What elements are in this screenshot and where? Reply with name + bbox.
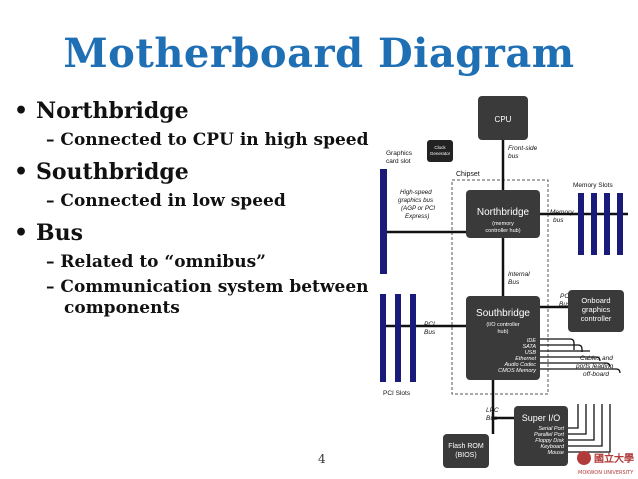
port-ide: IDE <box>527 338 537 344</box>
cpu-label: CPU <box>495 115 512 124</box>
super-io-ports: Serial Port Parallel Port Floppy Disk Ke… <box>534 426 565 456</box>
logo-emblem-icon <box>577 451 591 465</box>
port-serial: Serial Port <box>538 426 564 432</box>
pci-slots <box>380 294 416 382</box>
page-number: 4 <box>318 452 326 466</box>
sub-bullet: – Connected to CPU in high speed <box>46 130 369 150</box>
logo-text: 國立大學 <box>594 452 634 465</box>
port-sata: SATA <box>522 344 536 350</box>
port-parallel: Parallel Port <box>534 432 564 438</box>
bullet-list: •Northbridge – Connected to CPU in high … <box>14 94 374 319</box>
super-io-title: Super I/O <box>522 413 561 423</box>
flash-rom-box <box>443 434 489 468</box>
southbridge-cables <box>540 338 621 374</box>
northbridge-title: Northbridge <box>477 207 530 218</box>
graphics-slot <box>380 169 387 274</box>
clock-generator <box>427 140 453 162</box>
port-mouse: Mouse <box>547 450 564 456</box>
port-audio-codec: Audio Codec <box>504 362 537 368</box>
chipset-region <box>451 179 549 395</box>
flash-rom-label: Flash ROM(BIOS) <box>448 443 484 459</box>
university-logo: 國立大學 MOKWON UNIVERSITY <box>577 451 634 476</box>
onboard-graphics-box <box>568 290 624 332</box>
memory-slots-label: Memory Slots <box>573 182 613 189</box>
port-ethernet: Ethernet <box>515 356 536 362</box>
southbridge-box <box>466 296 540 380</box>
super-io-box <box>514 406 568 466</box>
bullet-bus: •Bus <box>14 220 83 246</box>
sub-bullet: – Communication system between component… <box>46 277 369 318</box>
sub-bullet: – Connected in low speed <box>46 191 286 211</box>
superio-cables <box>566 404 611 453</box>
port-cmos-memory: CMOS Memory <box>498 368 537 374</box>
pci-slots-label: PCI Slots <box>383 390 411 397</box>
southbridge-title: Southbridge <box>476 308 530 319</box>
logo-subtext: MOKWON UNIVERSITY <box>578 470 634 476</box>
port-usb: USB <box>525 350 537 356</box>
bullet-southbridge: •Southbridge <box>14 159 189 185</box>
northbridge-box <box>466 190 540 238</box>
memory-slots <box>578 193 623 255</box>
bullet-northbridge: •Northbridge <box>14 98 189 124</box>
slide-title: Motherboard Diagram <box>63 30 575 77</box>
chipset-label: Chipset <box>456 171 480 178</box>
southbridge-ports: IDE SATA USB Ethernet Audio Codec CMOS M… <box>498 338 537 374</box>
port-floppy: Floppy Disk <box>535 438 564 444</box>
port-keyboard: Keyboard <box>540 444 564 450</box>
cpu-box <box>478 96 528 140</box>
sub-bullet: – Related to “omnibus” <box>46 252 266 272</box>
